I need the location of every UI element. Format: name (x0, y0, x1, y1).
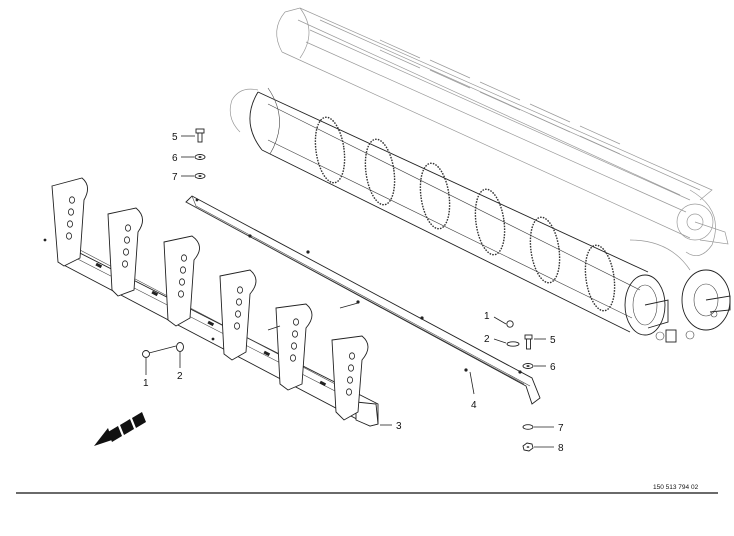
callout-2-right: 2 (484, 334, 490, 345)
callout-labels: 5 6 7 1 2 3 4 1 2 5 6 7 8 (143, 132, 564, 454)
callout-7-top: 7 (172, 172, 178, 183)
bolt-5-top (195, 128, 205, 143)
bolt-5-right (524, 334, 533, 350)
callout-8: 8 (558, 443, 564, 454)
upper-roller (276, 7, 729, 257)
callout-1-right: 1 (484, 311, 490, 322)
callout-3: 3 (396, 421, 402, 432)
washer-6-right (522, 363, 534, 369)
callout-6-right: 6 (550, 362, 556, 373)
scraper-bar (185, 195, 541, 405)
callout-1-left: 1 (143, 378, 149, 389)
callout-2-left: 2 (177, 371, 183, 382)
nut-8-right (522, 442, 534, 452)
callout-7-right: 7 (558, 423, 564, 434)
washer-6-top (194, 154, 206, 160)
spacer-2-left (176, 342, 184, 352)
washer-7-top (194, 173, 206, 179)
stripper-comb (43, 177, 379, 427)
direction-arrow-icon (94, 412, 146, 446)
callout-6-top: 6 (172, 153, 178, 164)
tooth-holes (66, 196, 355, 396)
bolt-1-right (506, 320, 514, 328)
leader-lines (145, 135, 554, 448)
chain-rings (314, 116, 616, 312)
callout-5-top: 5 (172, 132, 178, 143)
spacer-2-right (506, 341, 520, 347)
washer-7-right (522, 424, 534, 430)
callout-5-right: 5 (550, 335, 556, 346)
lower-roller (229, 87, 731, 343)
drawing-reference-number: 150 513 794 02 (653, 484, 699, 491)
roller-assembly (229, 7, 731, 343)
hardware (142, 128, 534, 452)
bolt-1-left (142, 345, 177, 358)
callout-4: 4 (471, 400, 477, 411)
comb-teeth (51, 177, 369, 421)
